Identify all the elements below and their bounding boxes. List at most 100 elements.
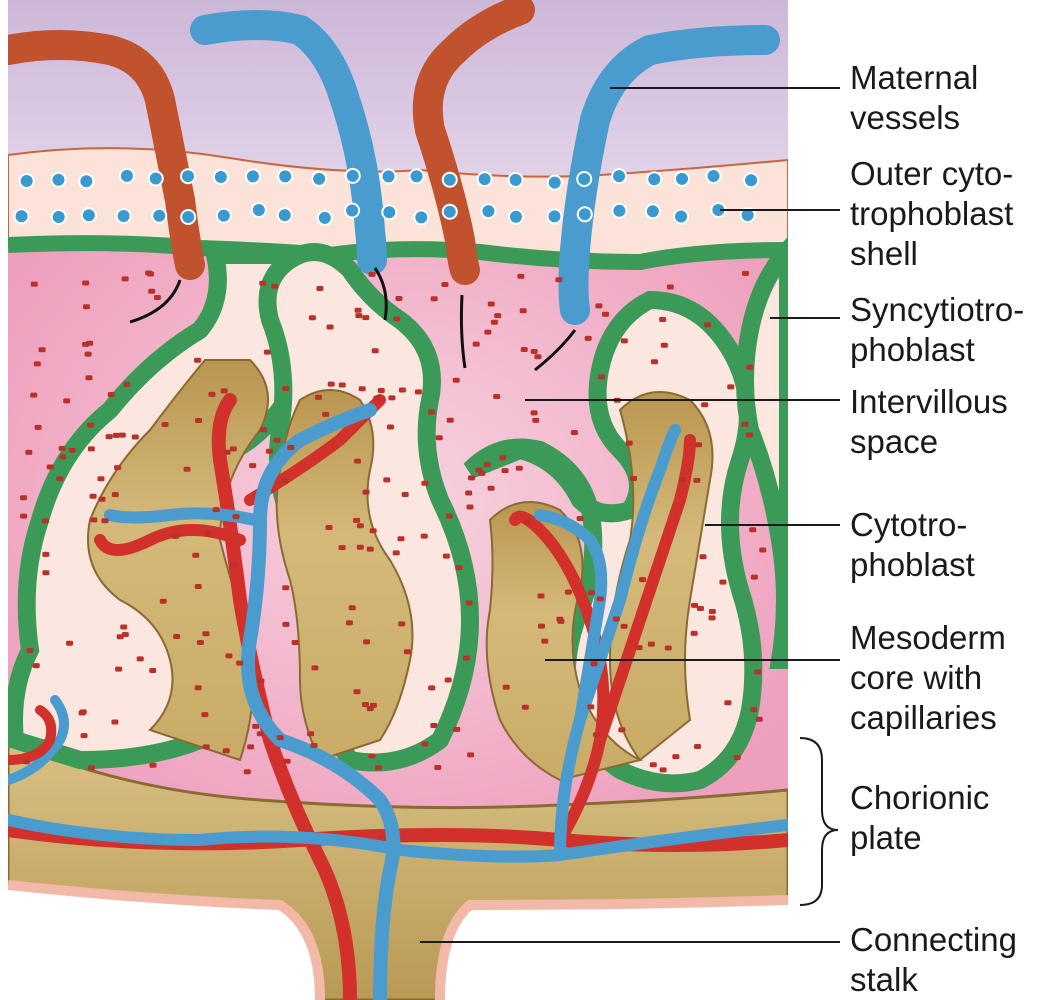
cell-nucleus — [181, 210, 195, 224]
red-blood-cell — [326, 525, 333, 530]
label-line: shell — [850, 234, 1013, 274]
red-blood-cell — [113, 433, 120, 438]
red-blood-cell — [467, 752, 474, 757]
red-blood-cell — [679, 477, 686, 482]
red-blood-cell — [430, 723, 437, 728]
cell-nucleus — [82, 208, 96, 222]
red-blood-cell — [754, 669, 761, 674]
red-blood-cell — [750, 707, 757, 712]
red-blood-cell — [709, 609, 716, 614]
red-blood-cell — [132, 435, 139, 440]
red-blood-cell — [66, 641, 73, 646]
red-blood-cell — [119, 433, 126, 438]
red-blood-cell — [521, 347, 528, 352]
red-blood-cell — [421, 534, 428, 539]
red-blood-cell — [659, 317, 666, 322]
red-blood-cell — [565, 590, 572, 595]
red-blood-cell — [393, 550, 400, 555]
cell-nucleus — [707, 169, 721, 183]
red-blood-cell — [421, 742, 428, 747]
red-blood-cell — [339, 382, 346, 387]
red-blood-cell — [531, 410, 538, 415]
label-line: Connecting — [850, 920, 1017, 960]
red-blood-cell — [201, 712, 208, 717]
red-blood-cell — [488, 301, 495, 306]
cell-nucleus — [52, 210, 66, 224]
red-blood-cell — [534, 354, 541, 359]
cell-nucleus — [675, 172, 689, 186]
red-blood-cell — [120, 624, 127, 629]
cell-nucleus — [577, 172, 591, 186]
red-blood-cell — [393, 317, 400, 322]
red-blood-cell — [395, 296, 402, 301]
red-blood-cell — [626, 441, 633, 446]
red-blood-cell — [90, 494, 97, 499]
red-blood-cell — [42, 518, 49, 523]
label-line: phoblast — [850, 330, 1024, 370]
red-blood-cell — [694, 744, 701, 749]
cell-nucleus — [481, 204, 495, 218]
red-blood-cell — [756, 717, 763, 722]
red-blood-cell — [468, 475, 475, 480]
red-blood-cell — [388, 395, 395, 400]
cell-nucleus — [382, 205, 396, 219]
red-blood-cell — [123, 382, 130, 387]
red-blood-cell — [590, 661, 597, 666]
cell-nucleus — [381, 169, 395, 183]
red-blood-cell — [639, 577, 646, 582]
red-blood-cell — [26, 648, 33, 653]
red-blood-cell — [593, 732, 600, 737]
red-blood-cell — [111, 719, 118, 724]
red-blood-cell — [368, 754, 375, 759]
cell-nucleus — [674, 210, 688, 224]
red-blood-cell — [287, 445, 294, 450]
red-blood-cell — [79, 711, 86, 716]
red-blood-cell — [224, 450, 231, 455]
red-blood-cell — [282, 585, 289, 590]
red-blood-cell — [741, 422, 748, 427]
red-blood-cell — [399, 388, 406, 393]
red-blood-cell — [33, 663, 40, 668]
label-line: capillaries — [850, 698, 1006, 738]
red-blood-cell — [719, 580, 726, 585]
red-blood-cell — [221, 388, 228, 393]
cell-nucleus — [509, 210, 523, 224]
label-line: stalk — [850, 960, 1017, 1000]
red-blood-cell — [115, 667, 122, 672]
label-line: Cytotro- — [850, 505, 975, 545]
red-blood-cell — [271, 284, 278, 289]
red-blood-cell — [197, 640, 204, 645]
cell-nucleus — [410, 169, 424, 183]
red-blood-cell — [327, 325, 334, 330]
red-blood-cell — [648, 642, 655, 647]
red-blood-cell — [621, 338, 628, 343]
label-line: Chorionic — [850, 778, 989, 818]
cell-nucleus — [217, 209, 231, 223]
red-blood-cell — [195, 685, 202, 690]
red-blood-cell — [339, 545, 346, 550]
red-blood-cell — [112, 492, 119, 497]
cell-nucleus — [181, 169, 195, 183]
red-blood-cell — [195, 584, 202, 589]
cell-nucleus — [318, 211, 332, 225]
red-blood-cell — [208, 392, 215, 397]
red-blood-cell — [259, 281, 266, 286]
chorionic-plate-bracket — [800, 738, 838, 905]
red-blood-cell — [751, 575, 758, 580]
red-blood-cell — [282, 622, 289, 627]
red-blood-cell — [473, 342, 480, 347]
red-blood-cell — [292, 640, 299, 645]
red-blood-cell — [225, 653, 232, 658]
red-blood-cell — [691, 631, 698, 636]
red-blood-cell — [455, 565, 462, 570]
red-blood-cell — [484, 330, 491, 335]
red-blood-cell — [661, 343, 668, 348]
red-blood-cell — [577, 516, 584, 521]
red-blood-cell — [372, 348, 379, 353]
red-blood-cell — [90, 517, 97, 522]
red-blood-cell — [213, 507, 220, 512]
cell-nucleus — [578, 207, 592, 221]
red-blood-cell — [282, 479, 289, 484]
red-blood-cell — [398, 621, 405, 626]
red-blood-cell — [244, 769, 251, 774]
